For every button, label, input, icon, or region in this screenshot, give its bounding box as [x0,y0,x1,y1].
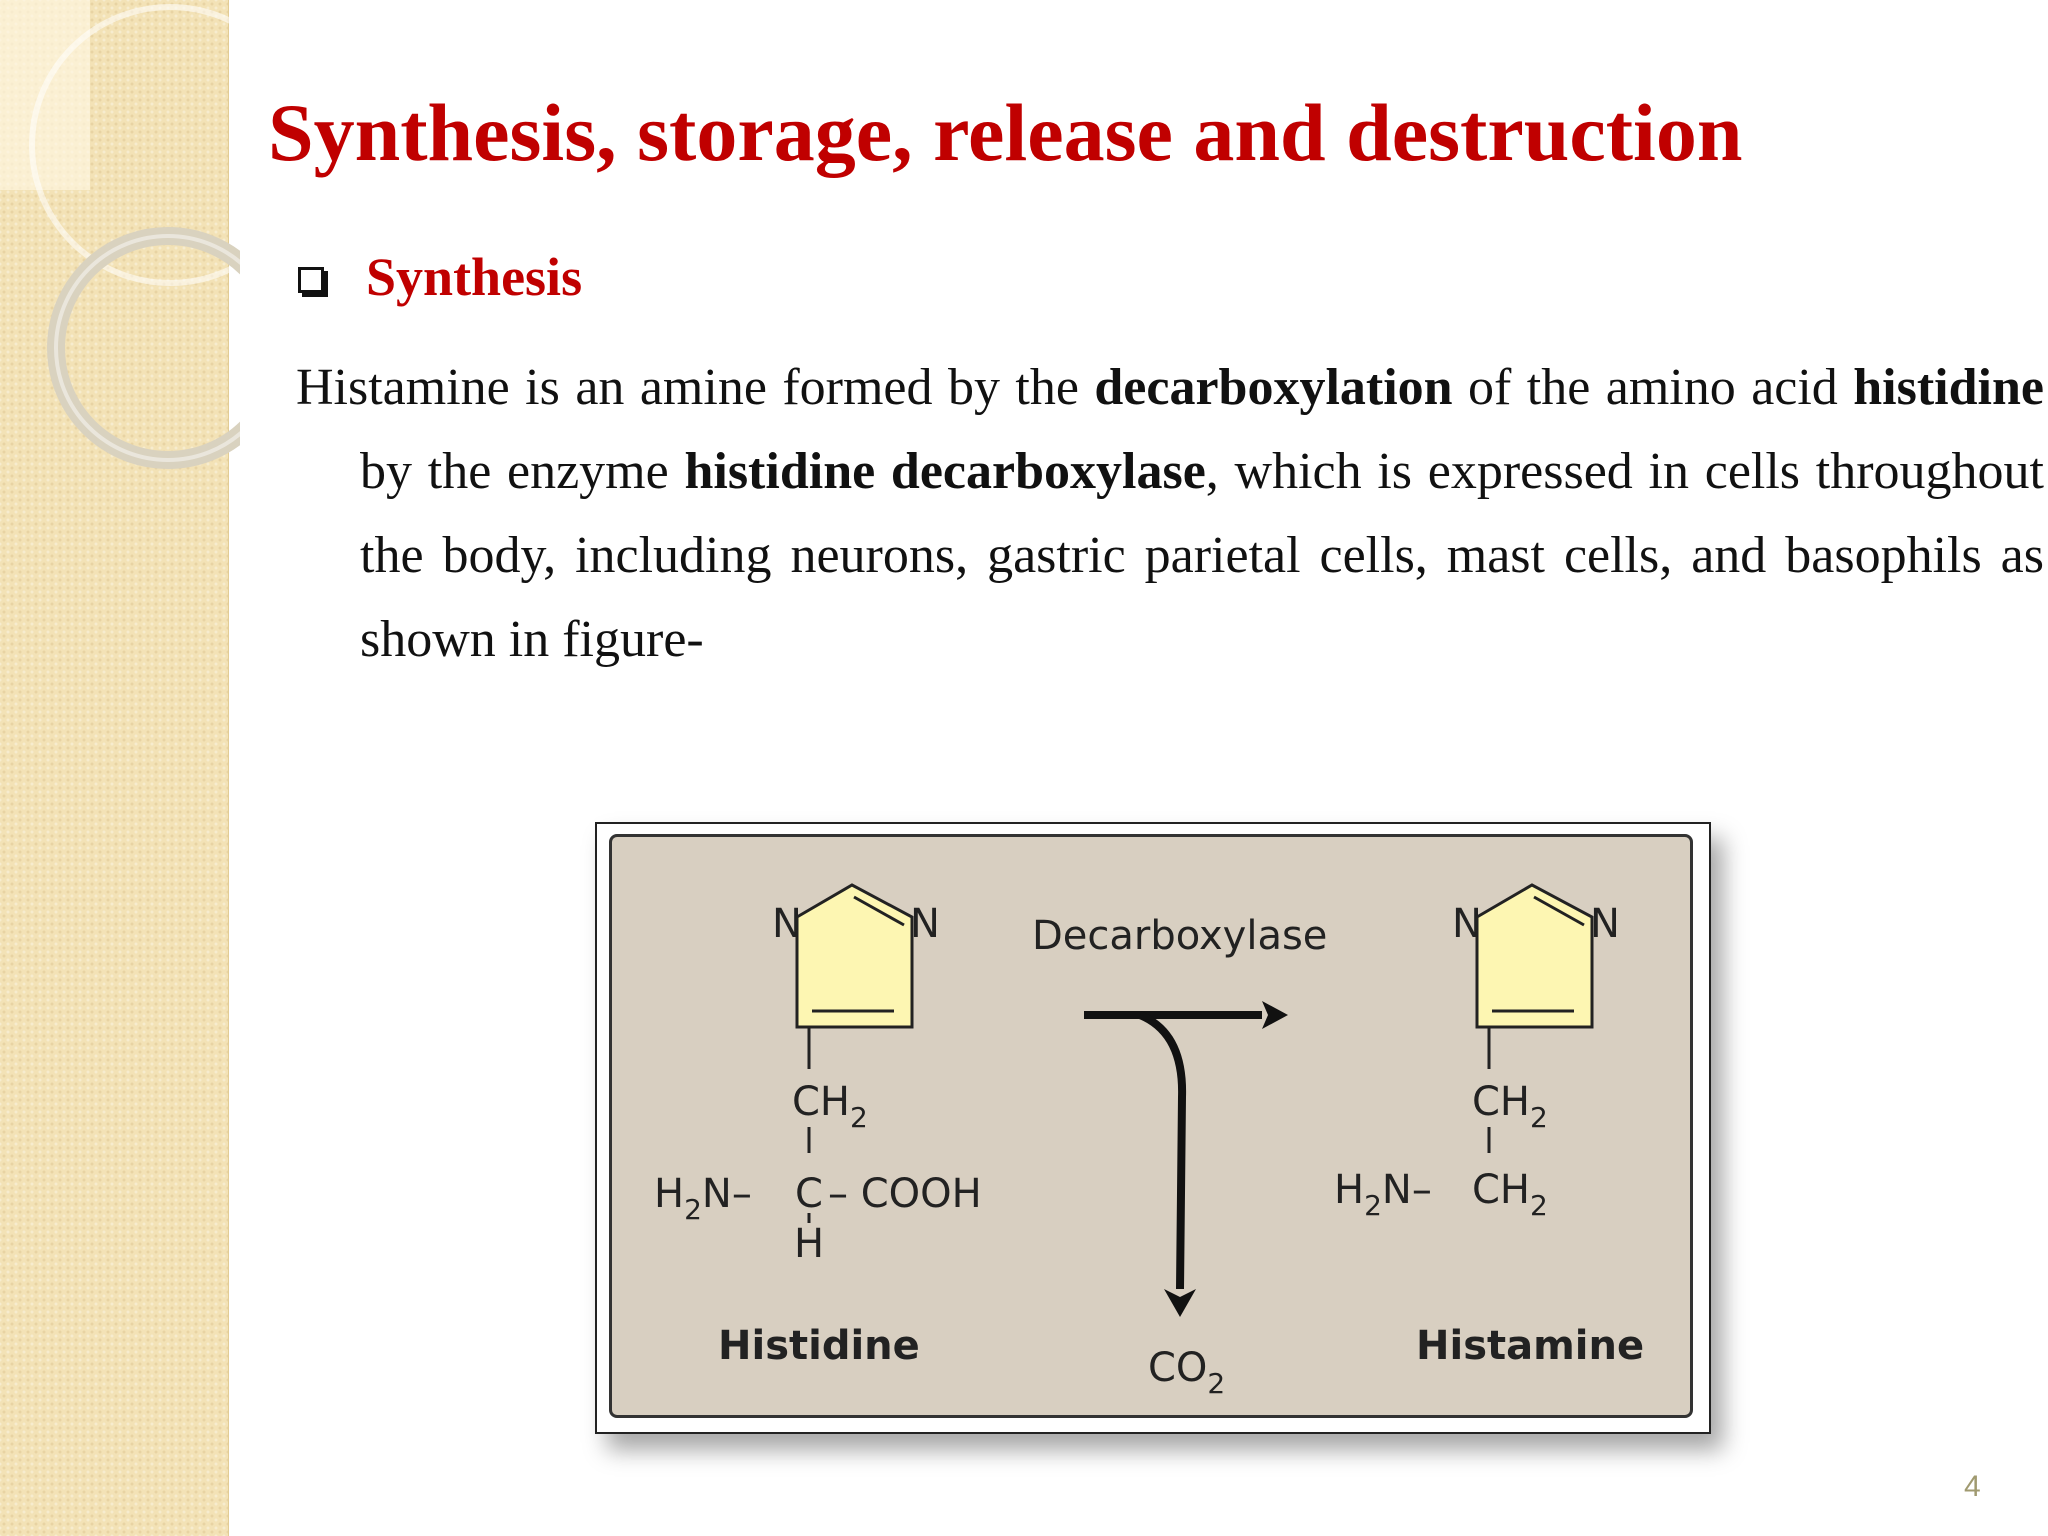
histidine-h2n-main: H [654,1171,684,1217]
histidine-ring-n-right: N [910,901,940,947]
reaction-diagram: N N CH2 H2N– C – COOH H Histidine Decarb… [654,883,1644,1400]
term-histidine-decarboxylase: histidine decarboxylase [684,443,1206,500]
decorative-light-patch [0,0,90,190]
histamine-imidazole-ring [1475,883,1594,1029]
histidine-h2n-sub: 2 [684,1193,702,1226]
term-histidine: histidine [1853,359,2044,416]
histidine-alpha-carbon: C [795,1171,823,1217]
histidine-ch2-sub: 2 [850,1101,868,1134]
paragraph-text-4: , which is expressed in cells throughout… [360,443,2044,668]
histamine-ring-double-bond [1533,895,1585,927]
body-paragraph: Histamine is an amine formed by the deca… [296,346,2044,682]
histamine-h2n-main: H [1334,1167,1364,1213]
co2-release-arrow [1138,1011,1187,1290]
bullet-item-synthesis: Synthesis [298,246,582,308]
reaction-figure-panel: N N CH2 H2N– C – COOH H Histidine Decarb… [609,834,1693,1418]
histidine-label: Histidine [718,1323,920,1369]
bullet-heading: Synthesis [366,247,583,307]
square-bullet-icon [298,267,324,293]
page-number: 4 [1964,1470,1981,1503]
co2-main: CO [1148,1345,1207,1391]
histamine-ring-n-right: N [1590,901,1620,947]
paragraph-text-1: Histamine is an amine formed by the [296,359,1095,416]
histamine-h2n-rest: N– [1382,1167,1432,1213]
histamine-ch2-sub: 2 [1530,1101,1548,1134]
histidine-ch2: CH2 [792,1079,868,1134]
term-decarboxylation: decarboxylation [1094,359,1453,416]
histidine-ring-double-bond [853,895,905,927]
histidine-carboxyl-group: – COOH [828,1171,982,1217]
histamine-h2n-sub: 2 [1364,1189,1382,1222]
slide-title: Synthesis, storage, release and destruct… [268,87,1743,178]
histidine-amine-group: H2N– [654,1171,752,1226]
histamine-ch2-terminal: CH2 [1472,1167,1548,1222]
histidine-ring-n-left: N [772,901,802,947]
histamine-label: Histamine [1416,1323,1644,1369]
histamine-amine-group: H2N– [1334,1167,1432,1222]
reaction-figure: N N CH2 H2N– C – COOH H Histidine Decarb… [595,822,1711,1434]
histamine-ch2: CH2 [1472,1079,1548,1134]
co2-sub: 2 [1207,1367,1225,1400]
histidine-ch2-main: CH [792,1079,850,1125]
paragraph-text-3: by the enzyme [360,443,685,500]
histamine-ch2b-main: CH [1472,1167,1530,1213]
co2-label: CO2 [1148,1345,1225,1400]
histamine-ch2-main: CH [1472,1079,1530,1125]
co2-arrow-head [1164,1289,1196,1317]
reaction-arrow-head [1262,1001,1288,1029]
histidine-imidazole-ring [795,883,914,1029]
histamine-ring-n-left: N [1452,901,1482,947]
histidine-h2n-rest: N– [702,1171,752,1217]
decorative-rings [29,4,240,469]
histidine-hydrogen: H [794,1221,824,1267]
enzyme-label: Decarboxylase [1032,913,1327,959]
paragraph-text-2: of the amino acid [1452,359,1854,416]
histamine-ch2b-sub: 2 [1530,1189,1548,1222]
